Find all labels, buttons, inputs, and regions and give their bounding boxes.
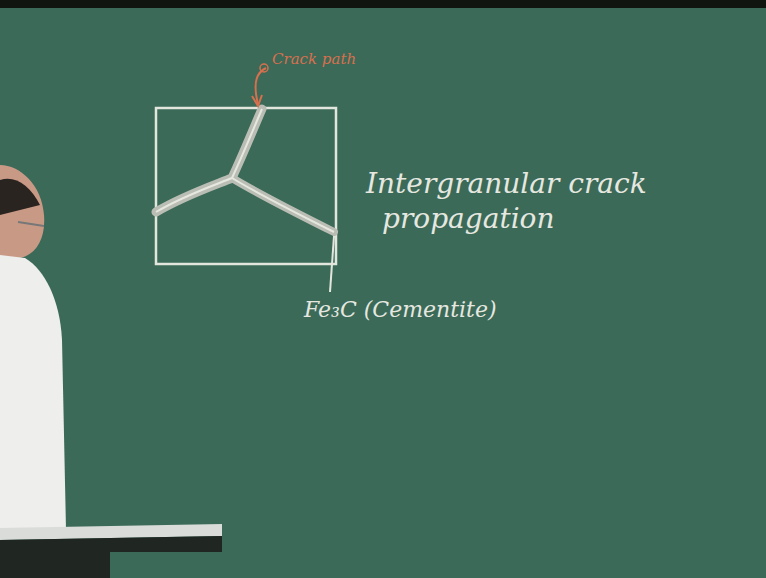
title-note: Intergranular crack propagation xyxy=(366,166,682,236)
crack-path xyxy=(156,109,262,212)
lecturer-head xyxy=(0,165,44,258)
table-body xyxy=(0,536,222,578)
crack-path-label: Crack path xyxy=(272,50,392,69)
lecturer-glasses xyxy=(18,222,44,226)
leader-head xyxy=(252,95,262,106)
leader-dot xyxy=(260,64,268,72)
grain-square xyxy=(156,108,336,264)
phase-label: Fe₃C (Cementite) xyxy=(304,296,564,324)
boundary-edge xyxy=(232,178,334,232)
lecturer-shirt xyxy=(0,255,66,530)
lecturer-hair xyxy=(0,179,40,215)
cementite-leader xyxy=(330,236,334,292)
crack-path-edge xyxy=(156,109,262,212)
board-frame xyxy=(0,0,766,8)
cementite-boundary xyxy=(232,178,334,232)
